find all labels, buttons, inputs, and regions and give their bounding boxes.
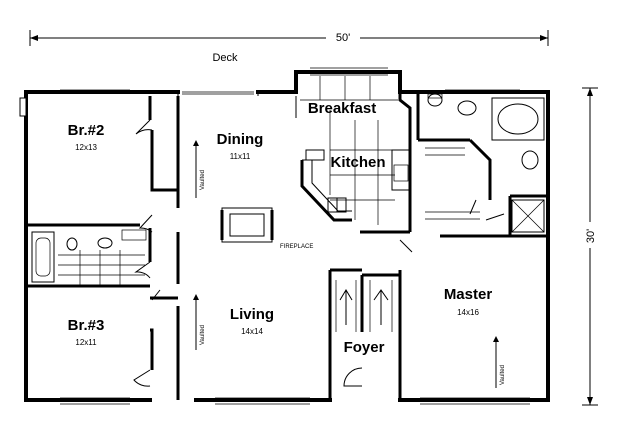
depth-dimension: 30': [582, 87, 598, 406]
room-breakfast-name: Breakfast: [308, 100, 376, 117]
room-living-size: 14x14: [241, 327, 263, 336]
foyer-stairs: [335, 280, 393, 332]
room-br2-name: Br.#2: [68, 122, 105, 139]
exterior-walls: [19, 70, 550, 402]
room-kitchen-name: Kitchen: [330, 154, 385, 171]
vaulted-label-dining: Vaulted: [200, 170, 206, 190]
vaulted-label-master: Vaulted: [500, 365, 506, 385]
room-master-size: 14x16: [457, 308, 479, 317]
room-foyer-name: Foyer: [344, 339, 385, 356]
room-master-name: Master: [444, 286, 493, 303]
width-dimension: 50': [29, 30, 549, 46]
overall-width-label: 50': [336, 32, 350, 44]
windows: [60, 89, 530, 405]
kitchen-counter: [300, 110, 411, 225]
master-bath-fixtures: [425, 93, 545, 233]
rear-door: [177, 90, 259, 96]
hall-bath-fixtures: [31, 229, 147, 285]
deck-label: Deck: [212, 52, 238, 64]
room-dining-name: Dining: [217, 131, 264, 148]
room-br3-name: Br.#3: [68, 317, 105, 334]
breakfast-floor-grid: [300, 76, 398, 101]
breakfast-bay-window: [295, 67, 388, 118]
fireplace: [220, 207, 274, 243]
vaulted-label-living: Vaulted: [200, 325, 206, 345]
fireplace-label: FIREPLACE: [280, 244, 313, 250]
door-swings: [133, 119, 505, 387]
vaulted-markers: Vaulted Vaulted Vaulted: [193, 140, 506, 388]
room-living-name: Living: [230, 306, 274, 323]
room-br3-size: 12x11: [75, 338, 97, 347]
overall-depth-label: 30': [585, 229, 597, 243]
room-dining-size: 11x11: [230, 152, 251, 161]
room-br2-size: 12x13: [75, 143, 97, 152]
